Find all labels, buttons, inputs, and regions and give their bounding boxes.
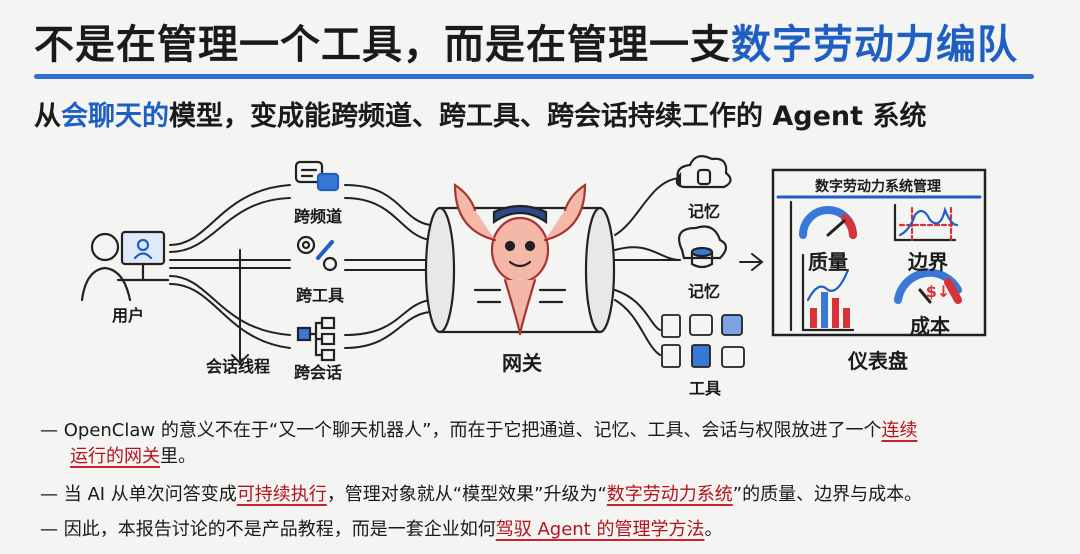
bullet-highlight: 驾驭 Agent 的管理学方法 <box>495 519 705 540</box>
label-tools: 工具 <box>688 379 722 398</box>
bullet-highlight: 运行的网关 <box>70 446 160 467</box>
dashboard-panel <box>771 168 987 337</box>
label-tools-cross: 跨工具 <box>295 286 345 305</box>
dashboard-cost-symbol: $↓ <box>925 282 951 301</box>
flow-arrows-left <box>169 184 431 365</box>
dashboard-boundary: 边界 <box>908 250 948 274</box>
dashboard-cost: 成本 <box>910 314 950 338</box>
label-memory-2: 记忆 <box>687 282 721 301</box>
bullet-highlight: 可持续执行 <box>236 484 327 505</box>
bullet-dash: — <box>40 420 58 441</box>
label-channels: 跨频道 <box>293 207 343 226</box>
bullet-2: — 当 AI 从单次问答变成可持续执行，管理对象就从“模型效果”升级为“数字劳动… <box>40 482 922 508</box>
bullet-text: ，管理对象就从“模型效果”升级为“ <box>326 484 607 505</box>
tool-icons-grid <box>661 314 745 368</box>
label-threads: 会话线程 <box>205 357 271 376</box>
subtitle: 从会聊天的模型，变成能跨频道、跨工具、跨会话持续工作的 Agent 系统 <box>34 94 926 133</box>
cloud-icon <box>675 154 732 189</box>
title-text: 不是在管理一个工具，而是在管理一支 <box>34 22 731 68</box>
bullet-text: OpenClaw 的意义不在于“又一个聊天机器人”，而在于它把通道、记忆、工具、… <box>63 420 882 441</box>
page-title: 不是在管理一个工具，而是在管理一支数字劳动力编队 <box>34 12 1018 70</box>
flow-tree-icon <box>296 316 336 362</box>
subtitle-text-2: 模型，变成能跨频道、跨工具、跨会话持续工作的 Agent 系统 <box>169 101 927 132</box>
bullet-highlight: 连续 <box>881 420 918 441</box>
label-sessions: 跨会话 <box>293 363 343 382</box>
database-icon <box>678 225 728 269</box>
subtitle-text: 从 <box>34 101 61 132</box>
label-memory-1: 记忆 <box>687 202 721 221</box>
label-gateway: 网关 <box>502 351 542 375</box>
bullet-text: 。 <box>704 519 723 540</box>
flow-arrows-right <box>614 177 764 356</box>
title-highlight: 数字劳动力编队 <box>731 22 1018 68</box>
bullet-text: 当 AI 从单次问答变成 <box>63 484 237 505</box>
dashboard-header: 数字劳动力系统管理 <box>815 179 941 195</box>
lobster-mascot <box>453 182 587 336</box>
bullet-highlight: 数字劳动力系统 <box>606 484 733 505</box>
subtitle-highlight: 会聊天的 <box>61 101 169 132</box>
bullet-text: 里。 <box>160 446 196 467</box>
dashboard-caption: 仪表盘 <box>848 349 908 373</box>
gear-wrench-icon <box>296 235 338 272</box>
label-user: 用户 <box>111 306 145 325</box>
dashboard-quality: 质量 <box>808 250 848 274</box>
bullet-dash: — <box>40 519 58 540</box>
bullet-dash: — <box>40 484 58 505</box>
user-icon <box>80 230 170 302</box>
bullet-text: 因此，本报告讨论的不是产品教程，而是一套企业如何 <box>63 519 496 540</box>
title-underline <box>34 74 1034 79</box>
bullet-1: — OpenClaw 的意义不在于“又一个聊天机器人”，而在于它把通道、记忆、工… <box>40 418 918 470</box>
bullet-3: — 因此，本报告讨论的不是产品教程，而是一套企业如何驾驭 Agent 的管理学方… <box>40 517 722 543</box>
chat-icon <box>294 160 340 192</box>
diagram-illustration <box>80 154 987 368</box>
bullet-text: ”的质量、边界与成本。 <box>732 484 923 505</box>
